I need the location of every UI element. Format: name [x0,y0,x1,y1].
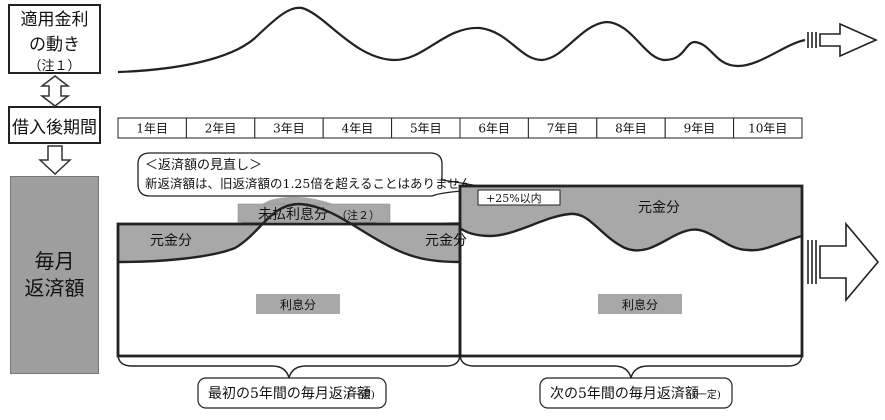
year-label: 8年目 [615,122,647,136]
year-cell: 1年目 [117,117,187,139]
year-cell: 4年目 [322,117,393,139]
payment-label-line2: 返済額 [24,276,85,300]
interest-label-1: 利息分 [280,297,316,312]
rate-label-line1: 適用金利 [20,9,89,30]
year-cell: 2年目 [185,117,256,139]
year-cell: 10年目 [733,117,803,139]
principal-label-2: 元金分 [425,233,467,249]
year-cell: 6年目 [459,117,529,139]
period-label-text: 借入後期間 [12,117,97,138]
year-label: 1年目 [136,122,168,136]
callout-text: 新返済額は、旧返済額の1.25倍を超えることはありません。 [145,176,485,191]
year-cell: 9年目 [664,117,735,139]
callout-title: ＜返済額の見直し＞ [145,157,262,173]
interest-label-2: 利息分 [622,297,658,312]
payment-continue-arrow-icon [807,221,880,303]
brace-note-1: (一定) [347,388,375,401]
down-arrow-icon [38,145,72,176]
brace-label-box-1: 最初の5年間の毎月返済額 (一定) [197,377,387,409]
review-callout: ＜返済額の見直し＞ 新返済額は、旧返済額の1.25倍を超えることはありません。 [137,152,499,197]
year-cell: 8年目 [596,117,666,139]
principal-area-period1 [118,196,460,262]
brace-period1 [117,353,461,379]
interest-label-box-1: 利息分 [256,294,340,314]
unpaid-interest-band: 未払利息分 （注２） [237,203,391,223]
year-row: 1年目 2年目 3年目 4年目 5年目 6年目 7年目 8年目 9年目 10年目 [117,117,803,139]
year-label: 3年目 [273,122,305,136]
year-cell: 5年目 [391,117,461,139]
cap-label-box: +25%以内 [477,189,561,206]
year-label: 4年目 [342,122,374,136]
year-label: 10年目 [748,122,787,136]
year-cell: 3年目 [254,117,324,139]
interest-rate-movement-label: 適用金利 の動き （注１） [8,4,101,74]
brace-label-box-2: 次の5年間の毎月返済額 (一定) [539,377,733,409]
monthly-payment-label: 毎月 返済額 [10,176,99,374]
brace-label-2: 次の5年間の毎月返済額 [550,386,699,402]
up-down-arrow-icon [39,75,71,107]
year-label: 5年目 [410,122,442,136]
year-label: 6年目 [478,122,510,136]
loan-period-label: 借入後期間 [8,106,101,144]
year-label: 7年目 [547,122,579,136]
interest-rate-curve [117,6,806,74]
year-label: 2年目 [205,122,237,136]
rate-continue-arrow-icon [807,22,878,58]
interest-label-box-2: 利息分 [598,294,682,314]
brace-label-1: 最初の5年間の毎月返済額 [208,385,371,402]
year-label: 9年目 [684,122,716,136]
unpaid-interest-note: （注２） [336,208,380,222]
rate-label-line2: の動き [29,34,80,55]
brace-note-2: (一定) [693,388,721,401]
payment-split-curve-2 [459,212,803,252]
rate-label-note: （注１） [28,58,81,74]
payment-box-period2 [458,184,804,358]
payment-split-curve-1 [117,202,461,264]
brace-period2 [459,353,803,379]
cap-label: +25%以内 [486,191,542,205]
payment-label-line1: 毎月 [34,249,75,273]
unpaid-interest-label: 未払利息分 [258,206,328,223]
principal-label-3: 元金分 [638,200,680,216]
year-cell: 7年目 [527,117,598,139]
principal-label-1: 元金分 [150,233,192,249]
